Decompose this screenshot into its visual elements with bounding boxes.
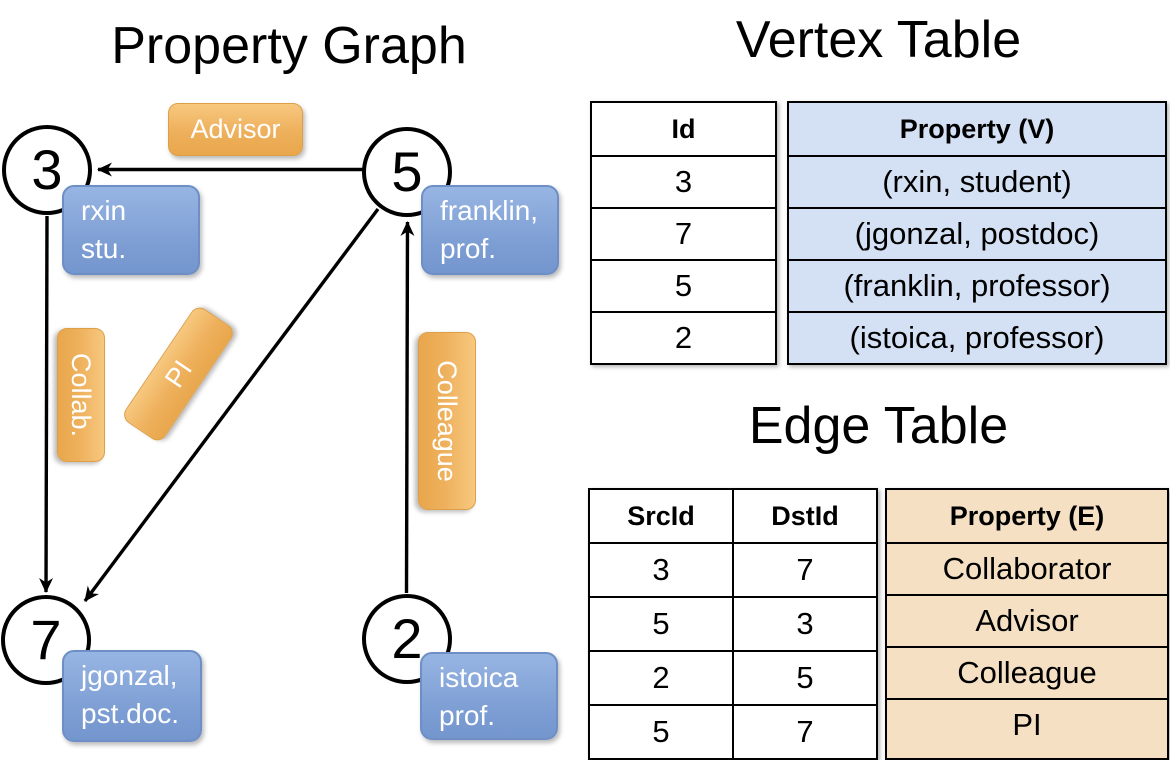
edge-table-property-column: Property (E) Collaborator Advisor Collea… [885, 488, 1169, 760]
edge-table-property-header: Property (E) [949, 500, 1105, 531]
table-cell: PI [887, 698, 1167, 750]
node-id-label: 5 [391, 140, 423, 203]
edge-3-to-7 [39, 215, 54, 593]
table-row: SrcId DstId [590, 490, 876, 542]
node-id-label: 7 [30, 608, 62, 671]
graph-edges-canvas [39, 162, 415, 603]
vertex-property-box-5: franklin, prof. [421, 185, 559, 275]
edge-2-to-5 [400, 221, 415, 594]
table-cell: 2 [652, 660, 670, 695]
table-cell: (rxin, student) [789, 155, 1165, 207]
table-cell: 3 [732, 598, 876, 650]
property-graph-title: Property Graph [111, 17, 467, 75]
edge-table-src-dst-columns: SrcId DstId 3 7 5 3 2 5 5 7 [588, 488, 878, 760]
edge-table-src-header: SrcId [627, 500, 695, 531]
vertex-property-box-2: istoica prof. [420, 652, 558, 740]
vertex-table-property-header: Property (V) [899, 113, 1055, 144]
table-cell: 2 [592, 311, 775, 363]
table-cell: 3 [652, 552, 670, 587]
edge-table-dst-header: DstId [732, 490, 876, 542]
table-cell: (franklin, professor) [789, 259, 1165, 311]
vertex-table: Id 3 7 5 2 Property (V) (rxin, student) … [590, 101, 1167, 365]
table-cell: (jgonzal, postdoc) [789, 207, 1165, 259]
table-row: 5 3 [590, 596, 876, 650]
vertex-table-id-header: Id [671, 113, 696, 144]
table-cell: 5 [732, 652, 876, 704]
table-cell: 5 [652, 606, 670, 641]
node-id-label: 3 [31, 138, 63, 201]
table-cell: Advisor [887, 594, 1167, 646]
table-cell: 3 [592, 155, 775, 207]
vertex-property-box-7: jgonzal, pst.doc. [62, 650, 202, 742]
edge-table-title: Edge Table [748, 397, 1009, 455]
edge-label-collab: Collab. [57, 328, 105, 462]
table-row: 2 5 [590, 650, 876, 704]
table-cell: Colleague [887, 646, 1167, 698]
vertex-property-line: pst.doc. [81, 698, 180, 729]
table-cell: Collaborator [887, 542, 1167, 594]
table-row: 5 7 [590, 704, 876, 758]
vertex-property-box-3: rxin stu. [62, 185, 200, 275]
vertex-table-property-column: Property (V) (rxin, student) (jgonzal, p… [787, 101, 1167, 365]
graph-node-5: 5 [362, 127, 452, 217]
vertex-property-line: franklin, [440, 195, 539, 226]
node-id-label: 2 [391, 607, 423, 670]
table-cell: 7 [732, 544, 876, 596]
table-cell: 7 [732, 706, 876, 758]
table-cell: 5 [652, 714, 670, 749]
vertex-table-id-column: Id 3 7 5 2 [590, 101, 777, 365]
edge-5-to-7 [83, 207, 380, 603]
vertex-property-line: stu. [81, 233, 127, 264]
vertex-property-line: istoica [439, 662, 519, 693]
table-cell: (istoica, professor) [789, 311, 1165, 363]
graph-node-2: 2 [362, 594, 452, 684]
edge-table: SrcId DstId 3 7 5 3 2 5 5 7 Property (E)… [588, 488, 1169, 760]
table-cell: 5 [592, 259, 775, 311]
vertex-property-line: prof. [440, 233, 497, 264]
vertex-property-line: jgonzal, [81, 660, 178, 691]
edge-label-advisor: Advisor [168, 103, 303, 156]
vertex-property-line: rxin [81, 195, 127, 226]
edge-label-colleague: Colleague [418, 332, 476, 510]
vertex-table-title: Vertex Table [735, 11, 1022, 69]
vertex-property-line: prof. [439, 700, 496, 731]
table-cell: 7 [592, 207, 775, 259]
table-row: 3 7 [590, 542, 876, 596]
